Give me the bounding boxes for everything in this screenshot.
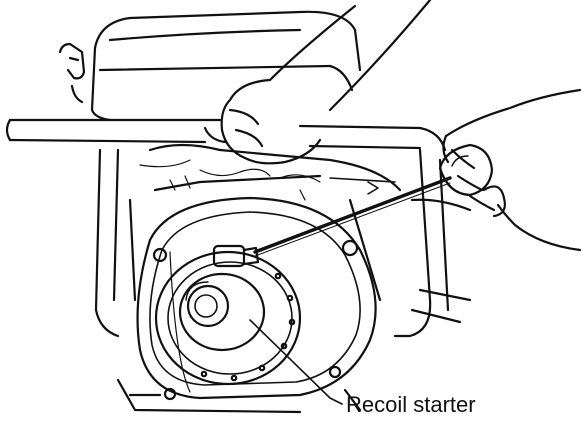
- left-hand: [203, 0, 432, 165]
- engine-base: [116, 378, 362, 414]
- engine-block: [128, 143, 402, 302]
- right-hand: [442, 88, 582, 252]
- frame-rail: [5, 118, 472, 338]
- recoil-starter-label: Recoil starter: [346, 392, 476, 417]
- tank-cap: [58, 42, 86, 104]
- recoil-starter-cover: [136, 196, 377, 401]
- starter-rope: [253, 176, 452, 257]
- fuel-tank: [90, 10, 362, 122]
- starter-pulley: [154, 250, 302, 386]
- callout-leader-line: [249, 319, 343, 405]
- starter-grip-handle: [438, 143, 494, 197]
